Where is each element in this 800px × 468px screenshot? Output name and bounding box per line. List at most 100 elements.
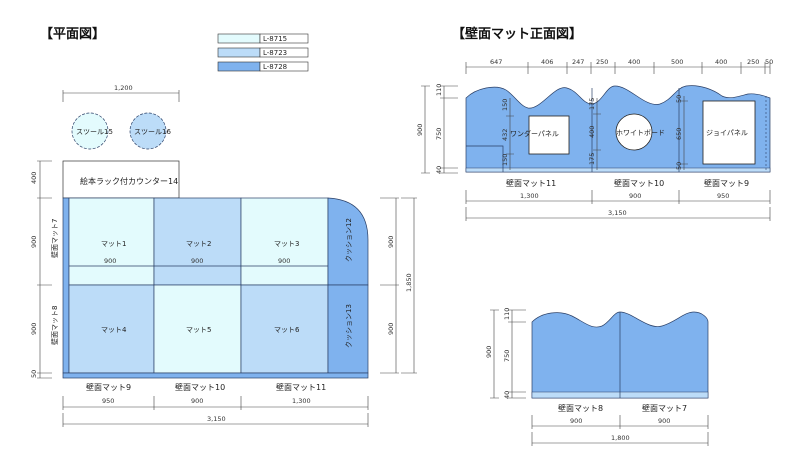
mat-3 bbox=[240, 197, 329, 286]
legend-code-2: L-8723 bbox=[263, 49, 287, 57]
stool-16-label: スツール16 bbox=[134, 128, 171, 136]
bottom-wall-mat-10: 壁面マット10 bbox=[175, 382, 225, 392]
front-top-dim-40: 40 bbox=[435, 166, 443, 174]
mat-6 bbox=[240, 284, 329, 374]
plan-left-dim-900a: 900 bbox=[30, 236, 38, 248]
hole-dim-175b: 175 bbox=[588, 153, 596, 165]
mat-4 bbox=[68, 284, 155, 374]
mat-4-label: マット4 bbox=[101, 326, 127, 334]
front-bottom-dim-750: 750 bbox=[503, 350, 511, 362]
plan-left-dim-400: 400 bbox=[30, 172, 38, 184]
mat-5-label: マット5 bbox=[186, 326, 211, 334]
wall-front-title: 【壁面マット正面図】 bbox=[452, 26, 582, 42]
right-inner-dim-50b: 50 bbox=[675, 162, 683, 170]
front-top-dim-total: 3,150 bbox=[608, 209, 627, 217]
front-top-dim-900: 900 bbox=[416, 124, 424, 136]
bottom-wall-strip bbox=[62, 372, 369, 379]
left-wall-mat-8: 壁面マット8 bbox=[50, 306, 59, 345]
top-dim-647: 647 bbox=[490, 58, 502, 66]
joy-panel bbox=[702, 100, 756, 165]
whiteboard-label: ホワイトボード bbox=[616, 129, 665, 137]
cushion-12-label: クッション12 bbox=[345, 218, 353, 262]
hole-dim-175a: 175 bbox=[588, 98, 596, 110]
top-dim-400a: 400 bbox=[628, 58, 640, 66]
mat-1-label: マット1 bbox=[101, 240, 126, 248]
front-top-mat-11: 壁面マット11 bbox=[506, 178, 556, 188]
inner-dim-150b: 150 bbox=[501, 154, 509, 166]
top-dim-250b: 250 bbox=[747, 58, 759, 66]
mat-1-width: 900 bbox=[104, 257, 116, 265]
right-inner-dim-50a: 50 bbox=[675, 95, 683, 103]
front-bottom-dim-110: 110 bbox=[503, 308, 511, 320]
color-legend: L-8715 L-8723 L-8728 bbox=[217, 33, 309, 72]
stool-span-dim: 1,200 bbox=[114, 84, 133, 92]
mat-3-label: マット3 bbox=[274, 240, 299, 248]
cushion-12 bbox=[327, 197, 369, 286]
plan-dim-1300: 1,300 bbox=[292, 397, 311, 405]
front-bottom-dim-900: 900 bbox=[485, 346, 493, 358]
inner-dim-150a: 150 bbox=[501, 99, 509, 111]
top-dim-400b: 400 bbox=[715, 58, 727, 66]
joy-panel-label: ジョイパネル bbox=[706, 129, 748, 137]
left-wall-strip bbox=[62, 197, 70, 374]
mat-3-width: 900 bbox=[278, 257, 290, 265]
top-dim-500: 500 bbox=[671, 58, 683, 66]
front-top-dim-110: 110 bbox=[435, 84, 443, 96]
mat-2 bbox=[153, 197, 242, 286]
top-dim-250: 250 bbox=[596, 58, 608, 66]
front-bottom-dim-40: 40 bbox=[503, 391, 511, 399]
plan-right-dim-total: 1,850 bbox=[405, 273, 413, 292]
counter-14 bbox=[62, 160, 180, 199]
top-dim-50: 50 bbox=[765, 58, 773, 66]
mat-2-label: マット2 bbox=[186, 240, 211, 248]
front-bottom-dim-total: 1,800 bbox=[611, 434, 630, 442]
stool-16: スツール16 bbox=[129, 112, 171, 150]
whiteboard bbox=[615, 113, 653, 151]
front-bottom-mat-7: 壁面マット7 bbox=[642, 403, 687, 413]
top-dim-247: 247 bbox=[572, 58, 584, 66]
plan-left-dim-50: 50 bbox=[30, 370, 38, 378]
plan-right-dim-900b: 900 bbox=[387, 323, 395, 335]
legend-code-1: L-8715 bbox=[263, 35, 287, 43]
mat-2-width: 900 bbox=[191, 257, 203, 265]
cushion-13-label: クッション13 bbox=[345, 304, 353, 348]
front-bottom-mat-8: 壁面マット8 bbox=[558, 403, 603, 413]
front-top-dim-750: 750 bbox=[435, 128, 443, 140]
inner-dim-432: 432 bbox=[501, 129, 509, 141]
front-bottom-dim-900b: 900 bbox=[658, 417, 670, 425]
right-inner-dim-650: 650 bbox=[675, 128, 683, 140]
plan-title: 【平面図】 bbox=[40, 26, 105, 42]
front-top-dim-1300: 1,300 bbox=[520, 192, 539, 200]
mat-5 bbox=[153, 284, 242, 374]
bottom-wall-mat-11: 壁面マット11 bbox=[276, 382, 326, 392]
front-top-dim-900w: 900 bbox=[629, 192, 641, 200]
stool-15-label: スツール15 bbox=[76, 128, 113, 136]
wonder-panel-label: ワンダーパネル bbox=[510, 129, 559, 138]
wall-front-view-bottom: 110 750 40 900 壁面マット8 壁面マット7 900 900 1,8… bbox=[485, 308, 709, 446]
legend-code-3: L-8728 bbox=[263, 63, 287, 71]
plan-left-dim-900b: 900 bbox=[30, 323, 38, 335]
wall-front-view-top: 647 406 247 250 400 500 400 250 50 ワンダーパ… bbox=[416, 58, 773, 221]
cushion-13 bbox=[327, 284, 369, 374]
bottom-wall-mat-9: 壁面マット9 bbox=[86, 382, 131, 392]
counter-label: 絵本ラック付カウンター14 bbox=[80, 176, 178, 186]
left-wall-mat-7: 壁面マット7 bbox=[50, 219, 59, 258]
stool-15: スツール15 bbox=[71, 112, 113, 150]
front-bottom-dim-900a: 900 bbox=[570, 417, 582, 425]
top-dim-406: 406 bbox=[541, 58, 553, 66]
plan-dim-total: 3,150 bbox=[207, 415, 226, 423]
mat-6-label: マット6 bbox=[274, 326, 300, 334]
front-top-dim-950: 950 bbox=[717, 192, 729, 200]
mat-1 bbox=[68, 197, 155, 286]
plan-dim-900: 900 bbox=[191, 397, 203, 405]
front-top-mat-10: 壁面マット10 bbox=[614, 178, 664, 188]
hole-dim-400: 400 bbox=[588, 126, 596, 138]
plan-dim-950: 950 bbox=[102, 397, 114, 405]
wonder-panel bbox=[528, 115, 570, 155]
front-top-mat-9: 壁面マット9 bbox=[704, 178, 749, 188]
plan-view: 1,200 スツール15 スツール16 絵本ラック付カウンター14 壁面マット7… bbox=[30, 84, 417, 427]
wall-corner-notch bbox=[466, 145, 504, 172]
wall-base-strip bbox=[465, 167, 771, 173]
plan-right-dim-900a: 900 bbox=[387, 236, 395, 248]
